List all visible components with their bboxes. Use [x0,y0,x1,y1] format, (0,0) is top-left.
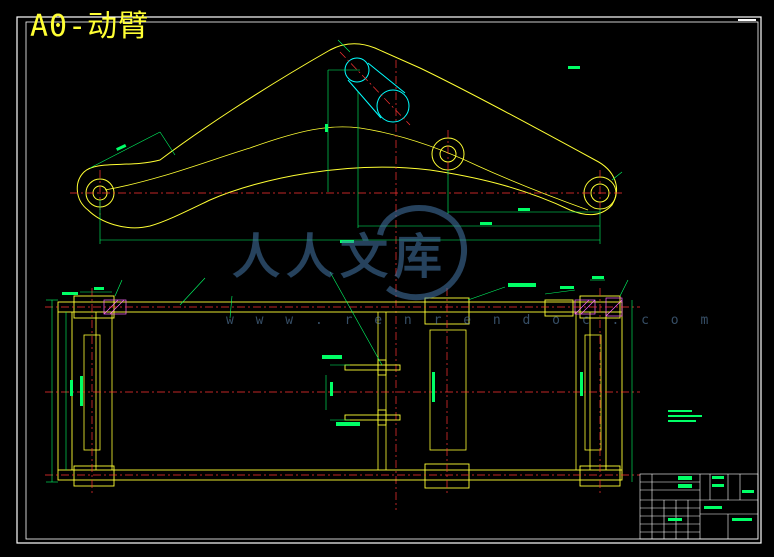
watermark-text: 人人文库 [232,229,449,285]
drawing-title: A0-动臂 [30,9,150,44]
watermark-url: w w w . r e n r e n d o c . c o m [226,313,716,328]
arm-side-view [70,39,625,510]
title-block [639,473,759,540]
arm-inner-contour [104,126,589,211]
arm-plan-view [45,271,640,495]
watermark-logo [377,204,467,301]
plan-centerlines [45,288,640,495]
arm-dimension-labels [116,66,580,243]
tech-notes [668,410,702,422]
outer-border [16,16,762,544]
plan-dimension-labels [62,276,604,426]
corner-mark [738,19,756,21]
inner-border [25,21,759,540]
swoosh-circle-icon [377,204,467,301]
plan-dimensions [46,271,633,483]
side-plates [57,301,623,481]
arm-dimensions [89,39,623,244]
web-plates [83,312,602,470]
title-block-fills [668,476,754,521]
arm-outer-contour [76,43,617,229]
